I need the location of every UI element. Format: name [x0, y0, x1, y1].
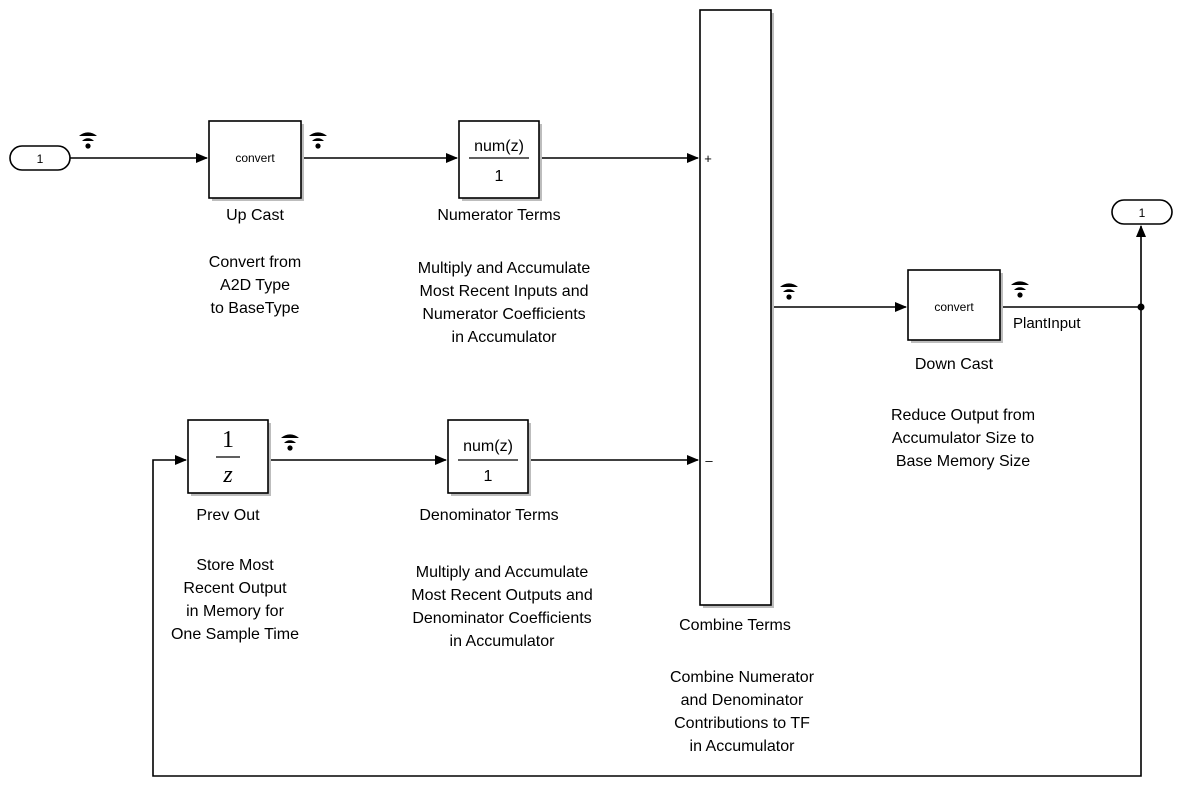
denominator-terms-block[interactable]: num(z) 1 — [447, 419, 531, 496]
wire-feedback-loop[interactable] — [152, 307, 1142, 777]
prev-out-block[interactable]: 1 z — [187, 419, 271, 496]
inport-block[interactable]: 1 — [9, 145, 71, 171]
annotation-down-cast: Reduce Output from Accumulator Size to B… — [891, 407, 1035, 470]
annotation-numerator: Multiply and Accumulate Most Recent Inpu… — [418, 260, 591, 346]
prev-out-name: Prev Out — [196, 507, 260, 524]
annotation-line: Recent Output — [183, 580, 287, 597]
denominator-tf-den: 1 — [484, 468, 493, 485]
down-cast-inner-text: convert — [934, 300, 974, 314]
combine-plus-sign: + — [704, 151, 712, 166]
signal-lines — [70, 153, 1146, 777]
up-cast-block[interactable]: convert — [208, 120, 304, 201]
numerator-tf-num: num(z) — [474, 138, 524, 155]
annotation-line: in Memory for — [186, 603, 284, 620]
annotation-up-cast: Convert from A2D Type to BaseType — [209, 254, 301, 317]
annotation-line: Multiply and Accumulate — [418, 260, 591, 277]
annotation-line: Accumulator Size to — [892, 430, 1034, 447]
annotation-line: to BaseType — [211, 300, 300, 317]
annotation-line: and Denominator — [681, 692, 804, 709]
combine-minus-sign: – — [705, 453, 713, 468]
numerator-terms-name: Numerator Terms — [437, 207, 560, 224]
signal-logging-icon[interactable] — [79, 132, 97, 149]
denominator-terms-name: Denominator Terms — [419, 507, 558, 524]
annotation-combine: Combine Numerator and Denominator Contri… — [670, 669, 815, 755]
signal-logging-icon[interactable] — [309, 132, 327, 149]
annotation-line: A2D Type — [220, 277, 290, 294]
inport-label: 1 — [37, 152, 44, 166]
branch-point — [1137, 303, 1145, 311]
up-cast-inner-text: convert — [235, 151, 275, 165]
plant-input-signal-label: PlantInput — [1013, 315, 1081, 332]
annotation-line: Multiply and Accumulate — [416, 564, 589, 581]
annotation-denominator: Multiply and Accumulate Most Recent Outp… — [411, 564, 592, 650]
annotation-line: Base Memory Size — [896, 453, 1030, 470]
annotation-line: in Accumulator — [450, 633, 556, 650]
combine-terms-name: Combine Terms — [679, 617, 791, 634]
signal-logging-icon[interactable] — [780, 283, 798, 300]
annotation-line: in Accumulator — [452, 329, 558, 346]
annotation-line: Most Recent Outputs and — [411, 587, 592, 604]
annotation-line: Denominator Coefficients — [412, 610, 591, 627]
outport-label: 1 — [1139, 206, 1146, 220]
annotation-line: Most Recent Inputs and — [420, 283, 589, 300]
annotation-prev-out: Store Most Recent Output in Memory for O… — [171, 557, 299, 643]
annotation-line: Contributions to TF — [674, 715, 810, 732]
annotation-line: Store Most — [196, 557, 274, 574]
annotation-line: Reduce Output from — [891, 407, 1035, 424]
prev-out-num: 1 — [222, 427, 234, 453]
annotation-line: Convert from — [209, 254, 301, 271]
combine-terms-block[interactable]: + – — [699, 9, 774, 608]
numerator-tf-den: 1 — [495, 168, 504, 185]
up-cast-name: Up Cast — [226, 207, 284, 224]
numerator-terms-block[interactable]: num(z) 1 — [458, 120, 542, 201]
prev-out-den: z — [222, 462, 233, 488]
signal-logging-icon[interactable] — [1011, 281, 1029, 298]
annotation-line: Combine Numerator — [670, 669, 815, 686]
annotation-line: in Accumulator — [690, 738, 796, 755]
denominator-tf-num: num(z) — [463, 438, 513, 455]
down-cast-name: Down Cast — [915, 356, 994, 373]
outport-block[interactable]: 1 — [1111, 199, 1173, 225]
annotation-line: One Sample Time — [171, 626, 299, 643]
signal-logging-icon[interactable] — [281, 434, 299, 451]
down-cast-block[interactable]: convert — [907, 269, 1003, 343]
annotation-line: Numerator Coefficients — [422, 306, 585, 323]
